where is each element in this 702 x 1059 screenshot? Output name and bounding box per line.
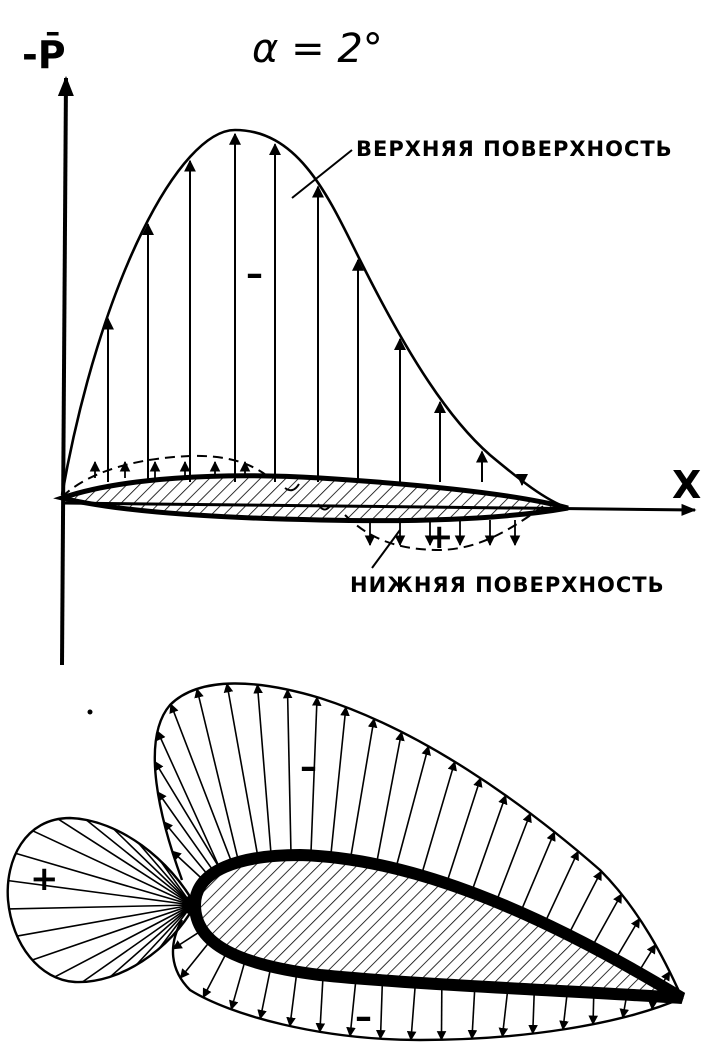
stray-dot [87, 709, 93, 715]
normal-arrow [223, 682, 259, 859]
plus-lobe-arrow [112, 828, 193, 906]
normal-arrow [286, 971, 298, 1028]
suction-small-arrows [89, 460, 521, 547]
y-axis [57, 76, 74, 666]
normal-arrow [406, 982, 417, 1041]
lower-minus-sign-bottom: – [355, 997, 372, 1037]
airfoil-profile-bottom [188, 848, 686, 1004]
normal-arrow [528, 989, 538, 1035]
normal-arrow [194, 688, 240, 863]
normal-arrow [229, 958, 247, 1011]
lower-surface-label: НИЖНЯЯ ПОВЕРХНОСТЬ [350, 573, 665, 597]
normal-arrow [282, 688, 293, 856]
plus-lobe-arrow [137, 842, 193, 906]
normal-arrow [349, 717, 378, 860]
angle-of-attack-label: α = 2° [252, 26, 383, 72]
normal-arrow [315, 975, 326, 1033]
normal-arrow [156, 730, 221, 870]
pressure-around-airfoil: – – + [6, 682, 686, 1042]
pressure-distribution-plot: -P̄ X α = 2° – + ВЕРХНЯЯ ПОВЕРХНОСТЬ НИЖ… [22, 26, 701, 666]
normal-arrow [445, 777, 483, 884]
normal-arrow [420, 760, 457, 876]
normal-arrow [253, 683, 273, 857]
plus-lobe-arrow [135, 904, 193, 966]
normal-arrow [179, 939, 212, 979]
normal-arrow [467, 986, 478, 1040]
normal-arrow [375, 980, 386, 1040]
lower-surface-leader [371, 529, 401, 569]
normal-arrow [375, 731, 405, 865]
plus-lobe-arrow [54, 904, 193, 978]
normal-arrow [202, 950, 229, 999]
flow-marker [284, 483, 331, 511]
plus-lobe-arrow [8, 879, 193, 909]
normal-arrow [614, 917, 641, 960]
plus-lobe-arrow [32, 830, 193, 906]
normal-arrow [498, 987, 509, 1038]
plus-lobe-arrow [16, 901, 193, 937]
plus-lobe-arrow [81, 904, 193, 983]
normal-arrow [394, 745, 431, 869]
upper-minus-sign-bottom: – [300, 747, 317, 787]
upper-surface-arrows [102, 132, 528, 486]
normal-pressure-arrows [8, 682, 682, 1041]
upper-surface-leader [291, 149, 353, 199]
plus-lobe-arrow [32, 903, 193, 961]
normal-arrow [559, 991, 569, 1031]
normal-arrow [163, 821, 210, 877]
plus-lobe-arrow [57, 818, 193, 906]
upper-pressure-curve [60, 128, 569, 510]
normal-arrow [157, 791, 216, 873]
normal-arrow [329, 706, 350, 858]
y-axis-label: -P̄ [22, 32, 66, 77]
normal-arrow [543, 850, 579, 924]
normal-arrow [257, 966, 272, 1020]
normal-arrow [154, 760, 221, 870]
plus-sign-bottom: + [30, 859, 59, 899]
normal-arrow [310, 696, 322, 856]
normal-arrow [519, 831, 556, 913]
normal-arrow [171, 850, 205, 882]
normal-arrow [567, 870, 602, 936]
stagnation-plus-lobe [6, 816, 197, 984]
plus-lobe-arrow [158, 904, 193, 950]
upper-surface-label: ВЕРХНЯЯ ПОВЕРХНОСТЬ [356, 137, 673, 161]
plus-lobe-arrow [15, 852, 193, 908]
upper-minus-sign: – [246, 254, 263, 294]
normal-arrow [169, 703, 234, 865]
plus-lobe-arrow [9, 900, 193, 910]
normal-arrow [346, 978, 357, 1037]
x-axis-label: X [672, 463, 701, 507]
plus-lobe-arrow [109, 904, 193, 978]
plus-lobe-arrow [85, 819, 193, 906]
airfoil-profile-top [53, 473, 569, 524]
normal-arrow [591, 893, 623, 948]
normal-arrow [470, 794, 508, 893]
normal-arrow [495, 812, 532, 903]
lower-plus-sign: + [425, 517, 454, 557]
